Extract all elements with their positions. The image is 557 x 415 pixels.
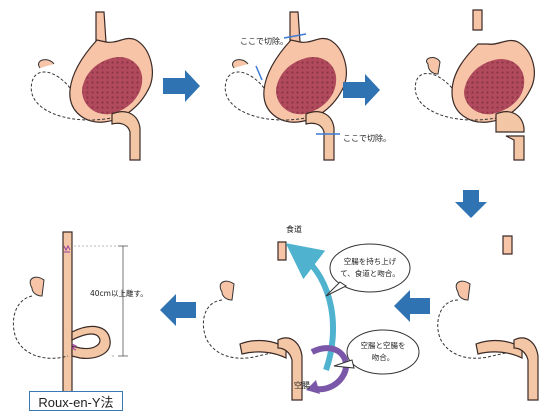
esophago-jejunal-suture — [63, 244, 71, 253]
jejunum-label: 空腸 — [294, 380, 310, 390]
jejuno-jejunal-suture — [70, 343, 78, 351]
right-arrow-icon — [343, 74, 380, 106]
roux-limb — [62, 231, 73, 401]
left-arrow-icon — [160, 294, 196, 326]
stomach-mucosa — [82, 56, 143, 115]
speech-bubble-anastomose: 空腸と空腸を 吻合。 — [333, 329, 420, 375]
jejunum-limb — [277, 337, 303, 401]
esophagus-end — [277, 241, 287, 261]
esophagus-label: 食道 — [286, 224, 302, 234]
duodenum-dashed — [30, 71, 113, 121]
cut-here-label-top: ここで切除。 — [240, 36, 288, 46]
jejunum-shape — [111, 111, 141, 161]
duodenum-stump-closed — [426, 57, 441, 75]
bubble-anastomose-line2: 吻合。 — [372, 352, 395, 362]
left-arrow-icon — [394, 290, 430, 322]
right-arrow-icon — [163, 70, 200, 102]
panel-after-resection — [414, 9, 535, 161]
jejunum-cut-end — [505, 135, 525, 161]
duodenum-stump — [38, 59, 55, 69]
cut-line-duodenum — [255, 65, 263, 81]
esophagus-stump — [472, 9, 483, 31]
speech-bubble-lift: 空腸を持ち上げ て、食道と吻合。 — [325, 243, 411, 297]
panel-original-stomach — [30, 11, 153, 161]
bubble-anastomose-line1: 空腸と空腸を — [361, 340, 406, 350]
jejuno-jejunal-loop — [71, 325, 111, 359]
cut-here-label-bottom: ここで切除。 — [343, 133, 391, 143]
esophagus-shape — [95, 11, 107, 45]
panel-roux-en-y-result: 40cm以上離す。 — [12, 231, 148, 401]
bubble-lift-line1: 空腸を持ち上げ — [344, 256, 397, 266]
procedure-title: Roux-en-Y法 — [29, 391, 123, 411]
panel-cut-lines: ここで切除。 ここで切除。 — [224, 11, 391, 161]
curved-arrow-icon — [285, 243, 337, 371]
panel-jejunum-separated — [437, 235, 539, 401]
esophagus-stump — [502, 235, 513, 255]
distance-label: 40cm以上離す。 — [90, 288, 148, 298]
cut-line-esophagus — [283, 33, 307, 39]
bubble-lift-line2: て、食道と吻合。 — [340, 268, 400, 278]
panel-jejunum-lifting: 食道 空腸 空腸を持ち上げ て、食道と吻合。 空腸と空腸を 吻合。 — [202, 224, 420, 401]
down-arrow-icon — [455, 190, 487, 218]
curved-arrow-icon — [310, 345, 349, 393]
